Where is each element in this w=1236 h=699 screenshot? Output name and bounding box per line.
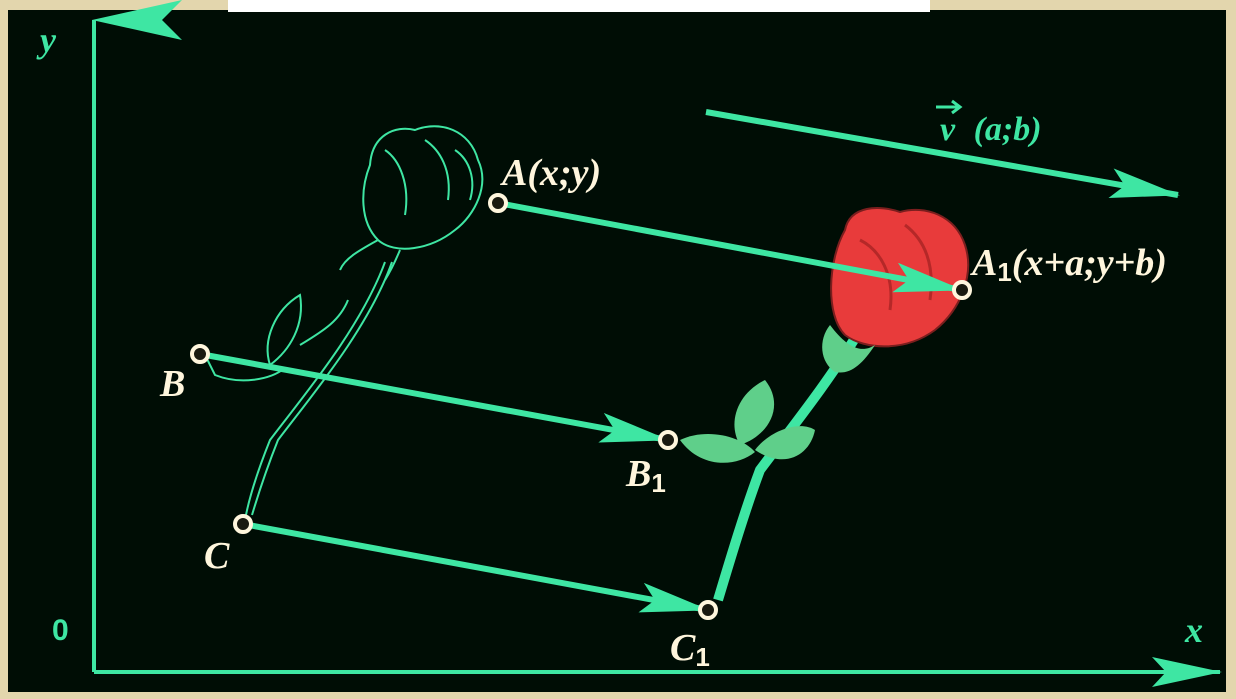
point-A [488, 193, 508, 213]
rose-leaf-right [755, 426, 815, 460]
rose-stem-filled [713, 327, 865, 602]
vector-v: v (a;b) [705, 99, 1180, 198]
label-B1-sub: 1 [651, 468, 665, 498]
label-A-coords: (x;y) [527, 152, 601, 194]
arrow-A-to-A1 [497, 200, 964, 293]
vector-v-params: (a;b) [974, 111, 1042, 148]
point-B1 [658, 430, 678, 450]
label-B1-name: B [625, 453, 651, 495]
rose-sepal [822, 325, 875, 373]
rose-stem-outline [245, 261, 386, 516]
label-C1-sub: 1 [695, 642, 709, 672]
origin-label: 0 [52, 614, 69, 647]
label-C1-name: C [670, 627, 696, 669]
board-background [8, 10, 1226, 692]
label-A1-coords: (x+a;y+b) [1012, 242, 1167, 284]
label-A1-sub: 1 [997, 257, 1011, 287]
top-strip [228, 0, 930, 12]
label-B: B [159, 363, 185, 405]
rose-bud-outline [362, 125, 484, 250]
vector-arrow-accent [936, 99, 963, 115]
points [190, 193, 972, 620]
label-A1-name: A [970, 242, 997, 284]
rose-leaf-upper [734, 380, 775, 445]
rose-leaf-left [680, 433, 755, 463]
vector-v-letter: v [940, 111, 956, 148]
point-B [190, 344, 210, 364]
x-axis-label: x [1184, 610, 1203, 650]
arrow-C-to-C1 [242, 521, 710, 613]
coordinate-axes: y x 0 [36, 0, 1222, 687]
label-A: A(x;y) [500, 152, 601, 194]
y-axis-label: y [36, 20, 57, 60]
label-B1: B1 [625, 453, 666, 498]
point-A1 [952, 280, 972, 300]
label-A1: A1(x+a;y+b) [970, 242, 1167, 287]
point-C1 [698, 600, 718, 620]
arrow-B-to-B1 [199, 351, 670, 443]
point-C [233, 514, 253, 534]
label-A-name: A [500, 152, 527, 194]
translation-arrows [199, 200, 964, 613]
vector-v-label: v (a;b) [940, 111, 1042, 148]
vector-v-arrow [705, 109, 1180, 198]
label-C1: C1 [670, 627, 710, 672]
label-C: C [204, 535, 230, 577]
